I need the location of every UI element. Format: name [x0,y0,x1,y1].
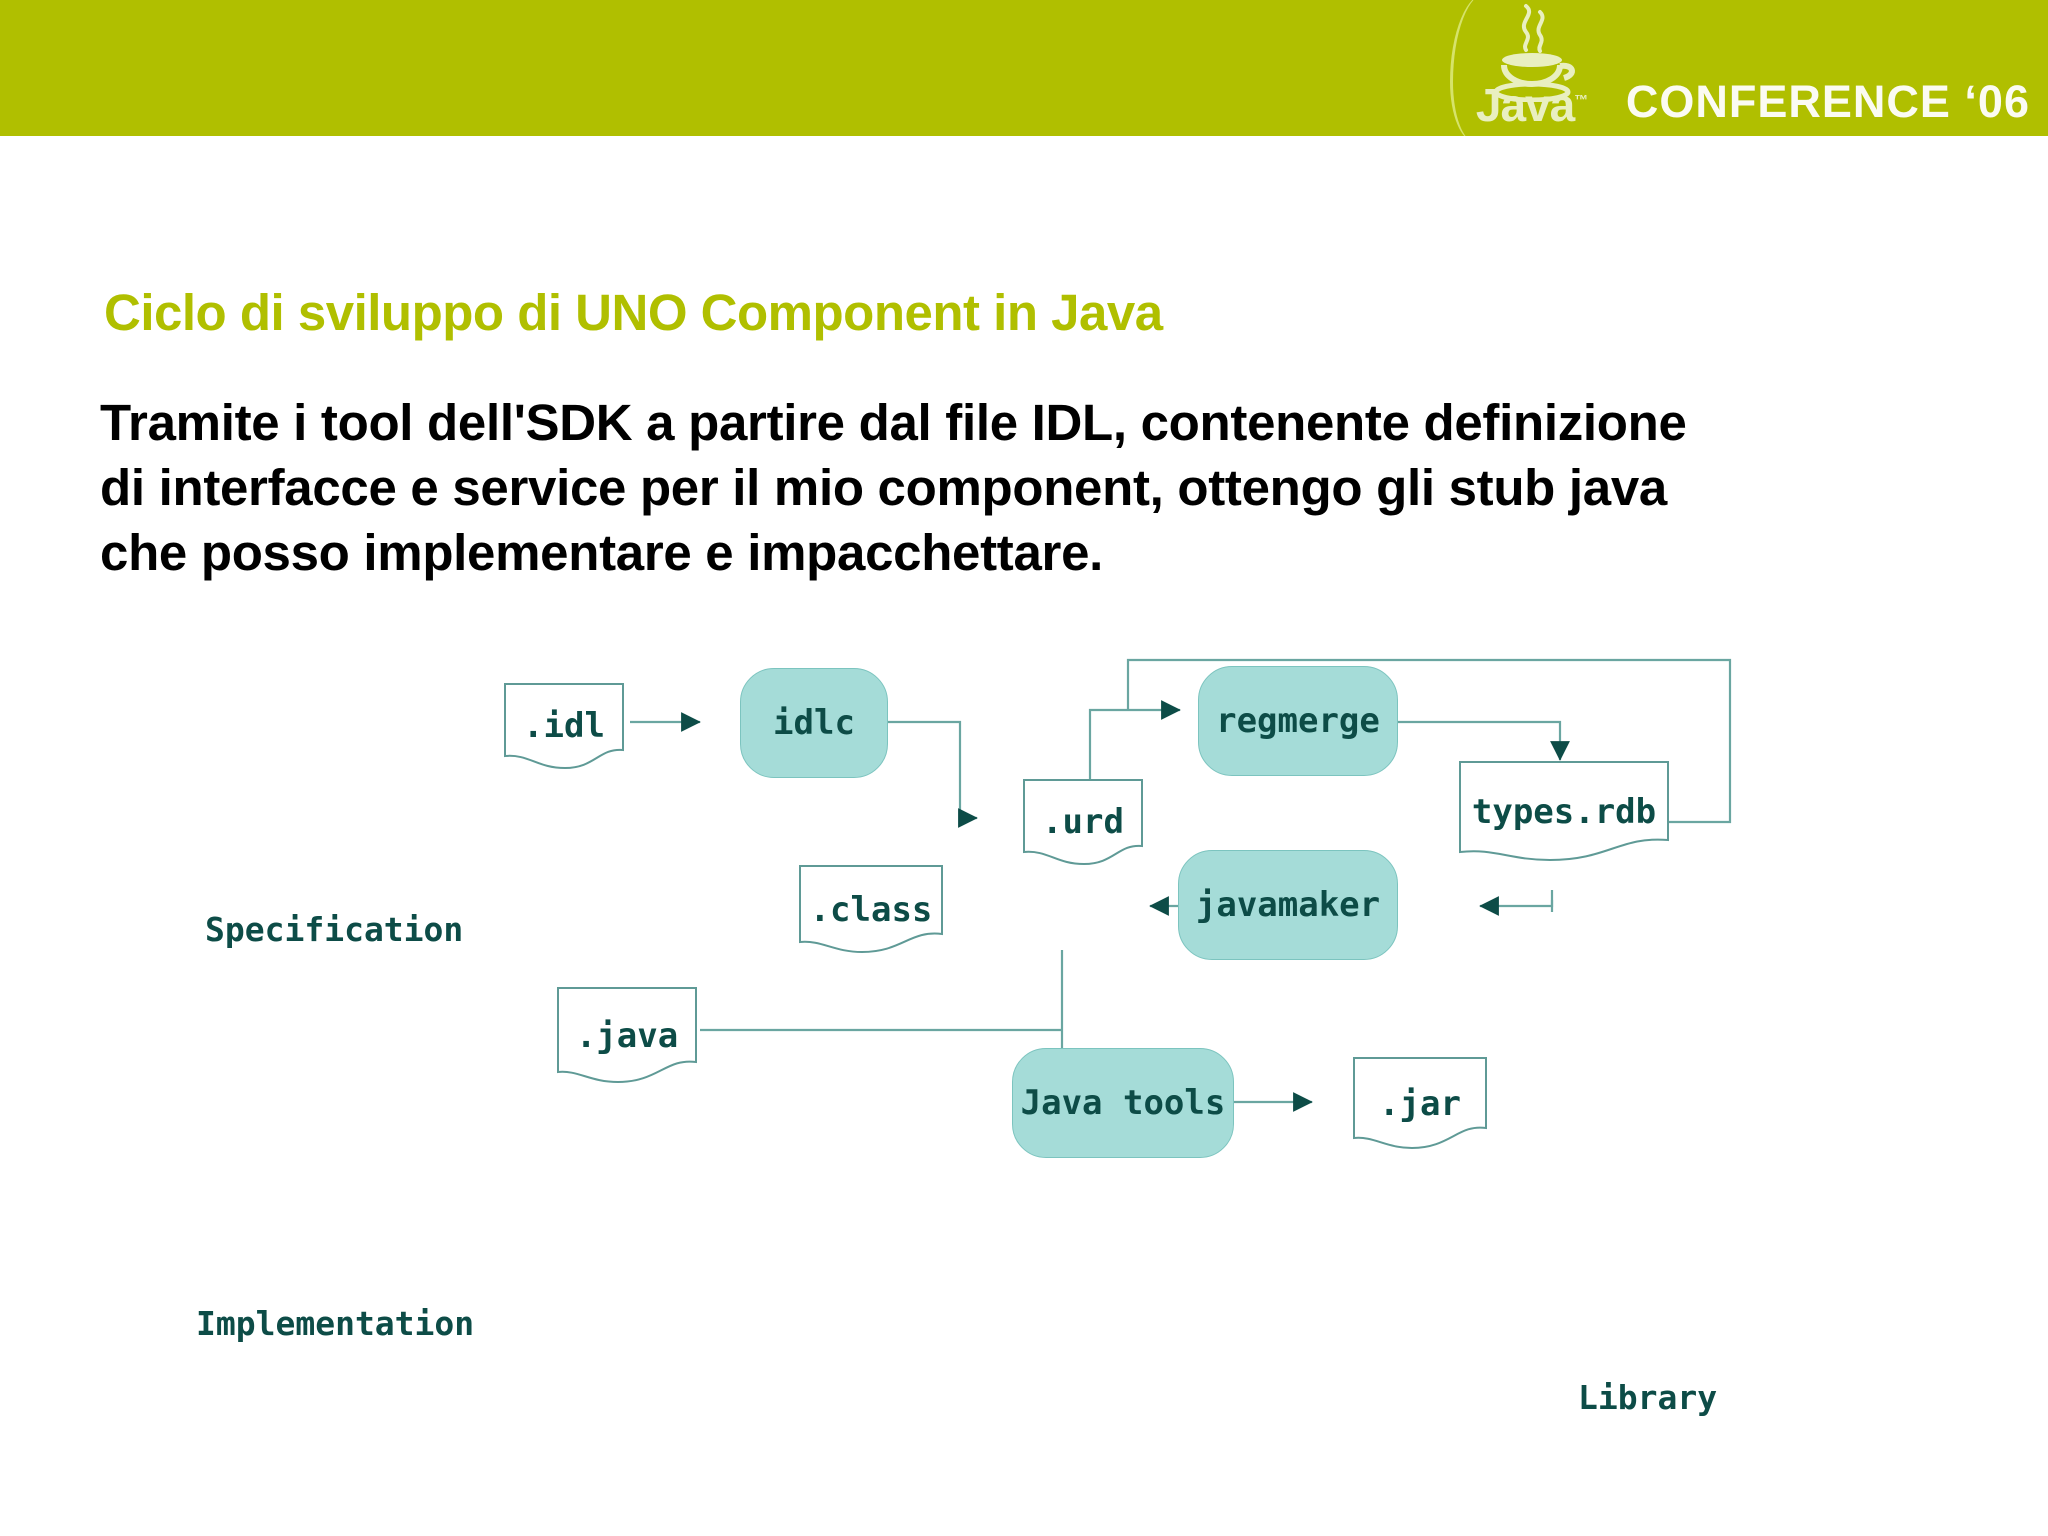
label-library: Library [1578,1378,1718,1417]
uno-component-workflow-diagram: Specification Implementation Library .id… [0,600,2048,1417]
document-shape-icon [1023,779,1143,866]
document-shape-icon [1459,761,1669,862]
tool-regmerge-label: regmerge [1216,701,1380,741]
label-implementation: Implementation [196,1304,475,1343]
tool-idlc-label: idlc [773,703,855,743]
document-idl[interactable]: .idl [503,682,625,770]
java-wordmark-text: Java [1475,79,1575,131]
tool-java-tools[interactable]: Java tools [1012,1048,1234,1158]
page-title: Ciclo di sviluppo di UNO Component in Ja… [104,284,1163,341]
document-urd[interactable]: .urd [1022,778,1144,866]
tool-javamaker-label: javamaker [1195,885,1381,925]
label-specification: Specification [205,910,464,949]
tool-regmerge[interactable]: regmerge [1198,666,1398,776]
document-types-rdb[interactable]: types.rdb [1458,760,1670,864]
document-java[interactable]: .java [556,986,698,1086]
java-coffee-cup-icon [1493,4,1575,102]
java-logo: Java™ [1436,0,1626,136]
conference-label: CONFERENCE ‘06 [1625,76,2030,127]
trademark-icon: ™ [1574,91,1588,108]
body-line-1: Tramite i tool dell'SDK a partire dal fi… [100,394,1687,451]
java-wordmark: Java™ [1475,79,1588,131]
document-shape-icon [504,683,624,770]
tool-javamaker[interactable]: javamaker [1178,850,1398,960]
document-jar[interactable]: .jar [1352,1056,1488,1152]
tool-idlc[interactable]: idlc [740,668,888,778]
body-line-3: che posso implementare e impacchettare. [100,524,1104,581]
tool-java-tools-label: Java tools [1020,1083,1226,1123]
document-shape-icon [1353,1057,1487,1150]
header-band: Java™ CONFERENCE ‘06 [0,0,2048,136]
brand-cluster: Java™ CONFERENCE ‘06 [1436,0,2030,136]
body-line-2: di interfacce e service per il mio compo… [100,459,1667,516]
logo-swoosh-icon [1449,0,1513,136]
document-shape-icon [799,865,943,954]
document-shape-icon [557,987,697,1084]
document-class[interactable]: .class [798,864,944,956]
slide-body-text: Tramite i tool dell'SDK a partire dal fi… [100,390,1980,585]
diagram-connectors [630,658,1732,1112]
